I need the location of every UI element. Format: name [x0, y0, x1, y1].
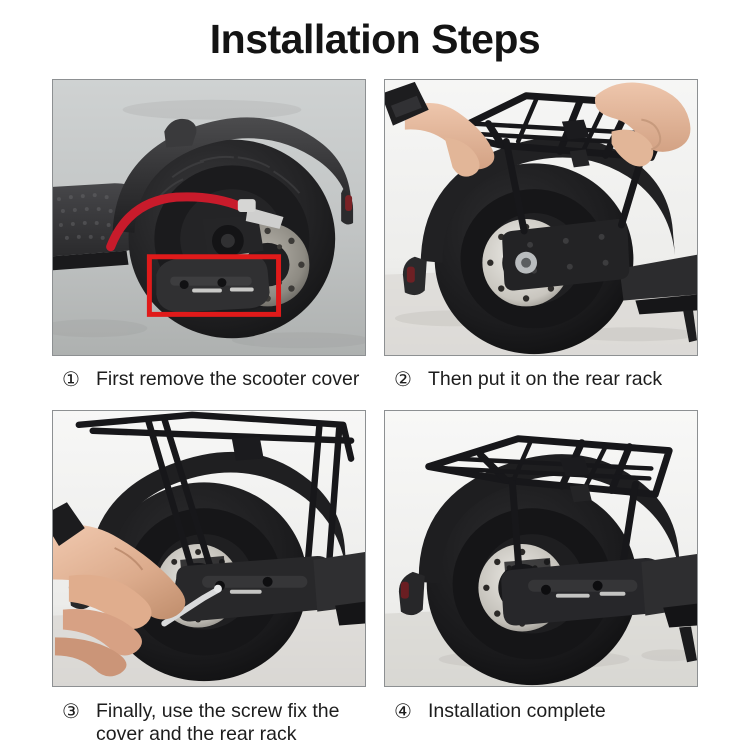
left-hand — [385, 81, 495, 177]
step-number-2: ② — [394, 367, 412, 391]
step-3-illustration — [53, 411, 365, 686]
step-card-1: ① First remove the scooter cover — [52, 79, 366, 410]
step-card-2: ② Then put it on the rear rack — [384, 79, 698, 410]
step-card-4: ④ Installation complete — [384, 410, 698, 746]
step-1-caption: ① First remove the scooter cover — [52, 356, 366, 410]
step-text-2: Then put it on the rear rack — [428, 368, 663, 390]
step-number-1: ① — [62, 367, 80, 391]
step-text-3: Finally, use the screw fix the cover and… — [96, 700, 340, 745]
right-hand — [594, 82, 691, 167]
step-number-4: ④ — [394, 699, 412, 723]
page-title: Installation Steps — [209, 16, 541, 62]
step-4-caption: ④ Installation complete — [384, 687, 698, 741]
allen-key — [161, 586, 221, 627]
step-1-photo — [52, 79, 366, 356]
step-number-3: ③ — [62, 699, 80, 723]
step-4-photo — [384, 410, 698, 687]
step-4-illustration — [385, 411, 697, 686]
step-2-photo — [384, 79, 698, 356]
step-3-photo — [52, 410, 366, 687]
hand-with-tool — [53, 502, 186, 677]
cover-highlight-box — [146, 254, 282, 317]
step-text-4: Installation complete — [428, 700, 606, 722]
step-1-illustration — [53, 80, 365, 355]
step-text-1: First remove the scooter cover — [96, 368, 360, 390]
step-2-illustration — [385, 80, 697, 355]
step-2-caption: ② Then put it on the rear rack — [384, 356, 698, 410]
step-3-caption: ③ Finally, use the screw fix the cover a… — [52, 687, 366, 746]
step-card-3: ③ Finally, use the screw fix the cover a… — [52, 410, 366, 746]
steps-grid: ① First remove the scooter cover — [52, 79, 698, 746]
